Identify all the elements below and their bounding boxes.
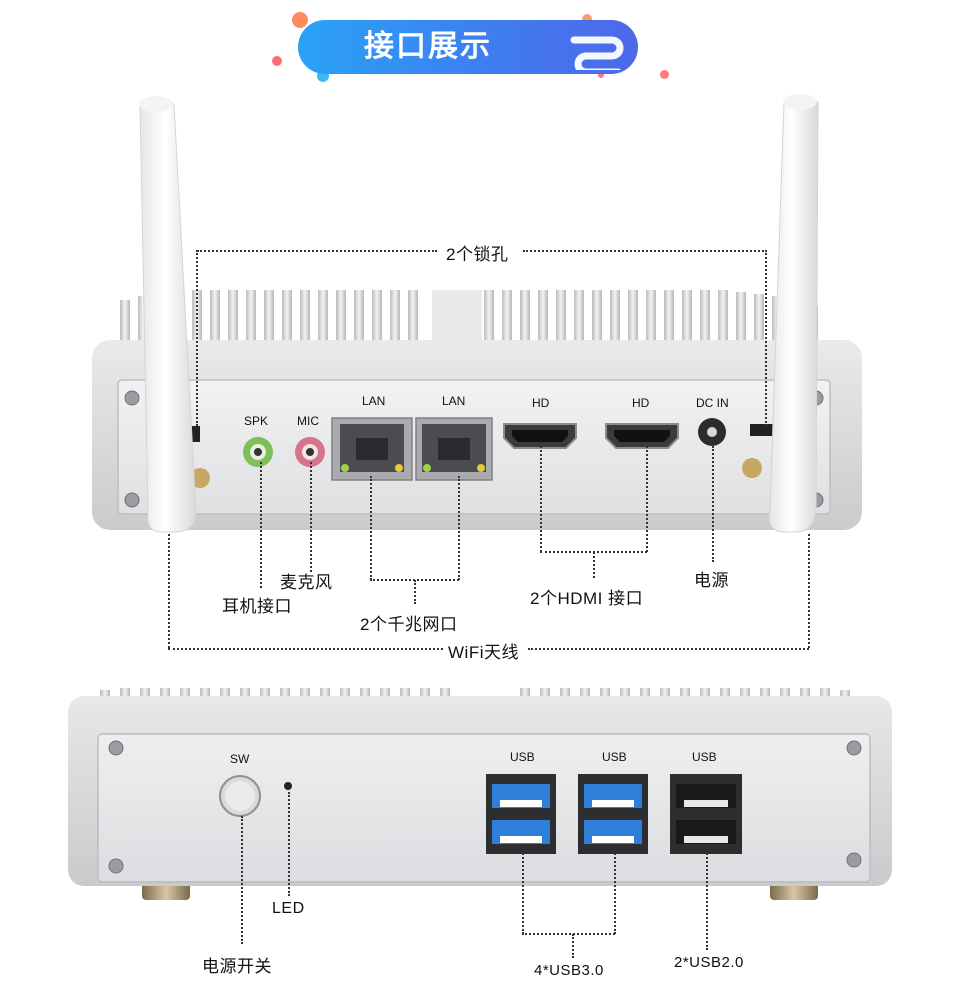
left-antenna	[139, 96, 197, 533]
bottom-device-photo	[68, 688, 892, 900]
spk-port-label: SPK	[244, 414, 269, 428]
usb2-port-label: USB	[602, 750, 627, 764]
banner-pill: 接口展示	[298, 20, 638, 74]
power-switch-caption: 电源开关	[202, 957, 272, 976]
usb3-caption: 4*USB3.0	[534, 962, 604, 979]
usb1-port-label: USB	[510, 750, 535, 764]
mic-port-label: MIC	[297, 414, 319, 428]
dc-in-port-label: DC IN	[696, 396, 729, 410]
sw-port-label: SW	[230, 752, 250, 766]
lan1-port-label: LAN	[362, 394, 386, 408]
decor-dot	[582, 14, 592, 24]
banner-title: 接口展示	[364, 30, 492, 63]
headphone-caption: 耳机接口	[222, 597, 292, 616]
usb2-caption: 2*USB2.0	[674, 954, 744, 971]
decor-dot	[292, 12, 308, 28]
decor-dot	[272, 56, 282, 66]
top-device-photo	[92, 94, 862, 533]
led-caption: LED	[272, 900, 305, 917]
lan2-port-label: LAN	[442, 394, 466, 408]
hd2-port-label: HD	[632, 396, 650, 410]
lock-holes-caption: 2个锁孔	[446, 245, 509, 264]
right-antenna	[768, 94, 819, 533]
usb3-port-label: USB	[692, 750, 717, 764]
wifi-caption: WiFi天线	[448, 643, 519, 662]
gigabit-lan-caption: 2个千兆网口	[360, 615, 458, 634]
decor-swirl-icon	[570, 36, 624, 70]
mic-caption: 麦克风	[280, 573, 333, 592]
power-caption: 电源	[694, 571, 729, 590]
decor-dot	[660, 70, 669, 79]
hd1-port-label: HD	[532, 396, 550, 410]
decor-dot	[598, 72, 604, 78]
hdmi-caption: 2个HDMI 接口	[530, 589, 644, 608]
